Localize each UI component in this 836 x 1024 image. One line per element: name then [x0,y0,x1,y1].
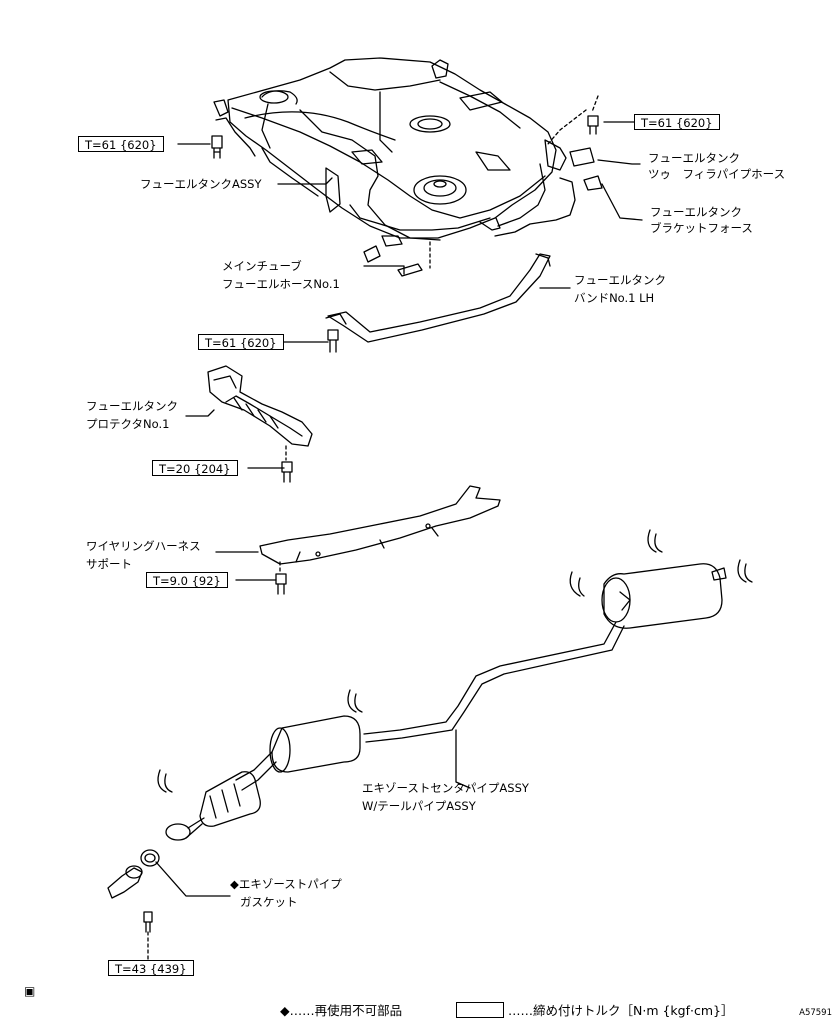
torque-band: T=61 {620} [198,334,284,350]
legend-torque-box-icon [456,1002,504,1018]
band-bolt [327,329,339,353]
exhaust-system-drawing [107,529,753,933]
torque-tank-right: T=61 {620} [634,114,720,130]
main-tube-drawing [363,235,431,277]
label-harness-support-2: サポート [86,557,132,571]
label-exhaust-gasket-2: ガスケット [240,895,298,909]
protector-bolt [281,461,293,483]
label-filler-pipe-hose-1: フューエルタンク [648,151,740,165]
harness-support-bolt [275,573,287,595]
label-exhaust-gasket-1: ◆エキゾーストパイプ [230,877,342,891]
label-fuel-tank-band-2: バンドNo.1 LH [574,291,655,305]
tank-bolt-right [587,115,599,135]
corner-mark-icon: ▣ [24,984,36,998]
fuel-tank-protector-drawing [207,365,313,461]
label-fuel-tank-band-1: フューエルタンク [574,273,666,287]
tank-bolt-left [211,135,223,159]
label-protector-2: プロテクタNo.1 [86,417,170,431]
label-protector-1: フューエルタンク [86,399,178,413]
wiring-harness-support-drawing [259,485,501,573]
torque-tank-left: T=61 {620} [78,136,164,152]
label-main-tube: メインチューブ [222,259,302,273]
leader-lines [147,95,643,961]
document-id: A57591 [799,1008,832,1018]
label-bracket-force-2: ブラケットフォース [650,221,753,235]
label-exhaust-center-pipe-1: エキゾーストセンタパイプASSY [362,781,529,795]
legend-non-reusable: ◆……再使用不可部品 [280,1003,403,1018]
label-fuel-tank-assy: フューエルタンクASSY [140,177,262,191]
torque-exhaust-bolt: T=43 {439} [108,960,194,976]
torque-protector: T=20 {204} [152,460,238,476]
label-fuel-hose-no1: フューエルホースNo.1 [222,277,340,291]
label-harness-support-1: ワイヤリングハーネス [86,539,201,553]
label-filler-pipe-hose-2: ツゥ フィラパイプホース [648,167,786,181]
fuel-tank-band-drawing [325,253,551,343]
torque-harness-support: T=9.0 {92} [146,572,228,588]
filler-pipe-hose-drawing [569,147,603,191]
label-exhaust-center-pipe-2: W/テールパイプASSY [362,799,476,813]
fuel-tank-drawing [213,57,576,241]
label-bracket-force-1: フューエルタンク [650,205,742,219]
legend-torque: ……締め付けトルク［N·m {kgf·cm}］ [508,1003,734,1018]
